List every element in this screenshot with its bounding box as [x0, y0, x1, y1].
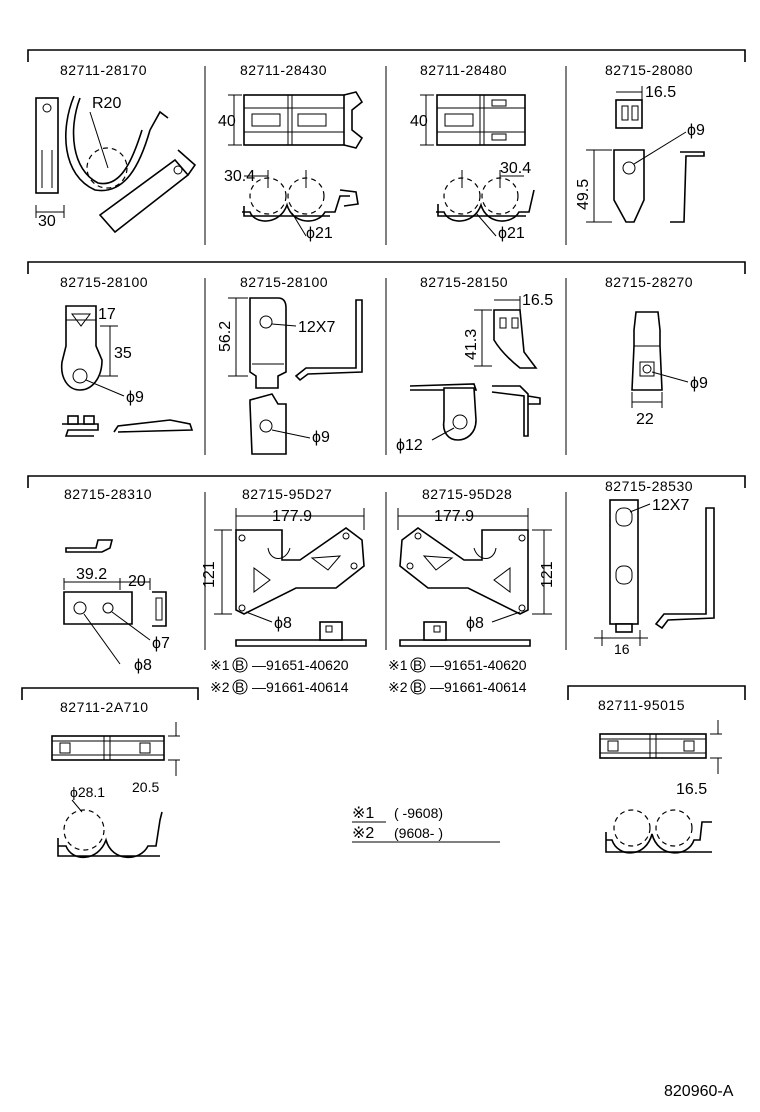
diameter-label: ϕ8 — [466, 615, 484, 632]
drawing-id: 820960-A — [664, 1083, 734, 1100]
height-label: 40 — [410, 113, 428, 130]
height-label: 41.3 — [463, 329, 480, 360]
height-label: 49.5 — [575, 179, 592, 210]
slot-label: 12X7 — [298, 319, 335, 336]
svg-text:—: — — [252, 679, 266, 695]
part-82711-95015: 82711-95015 16.5 — [598, 697, 722, 854]
legend-mark-2: ※2 — [352, 825, 374, 842]
bolt-code-2: 91661-40614 — [444, 679, 527, 695]
bolt-mark-1: ※1 — [210, 657, 230, 673]
height-label: 35 — [114, 345, 132, 362]
part-82711-28430: 82711-28430 40 30.4 ϕ21 — [218, 62, 364, 242]
part-82711-2a710: 82711-2A710 20.5 ϕ28.1 — [51, 699, 180, 859]
part-82715-28100-b: 82715-28100 12X7 56.2 ϕ9 — [217, 274, 363, 455]
part-number: 82715-28080 — [605, 62, 693, 78]
bolt-code-1: 91651-40620 — [266, 657, 349, 673]
svg-text:—: — — [252, 657, 266, 673]
part-number: 82715-28270 — [605, 274, 693, 290]
width-label: 16 — [614, 641, 630, 657]
diameter-label: ϕ9 — [687, 122, 705, 139]
part-number: 82711-28430 — [240, 62, 327, 78]
small-diameter-label: ϕ7 — [152, 635, 170, 652]
date-legend: ※1 ( -9608) ※2 (9608- ) — [352, 805, 500, 843]
part-82715-95d28: 82715-95D28 177.9 121 ϕ8 — [397, 486, 556, 647]
row-frames — [21, 49, 746, 700]
part-number: 82715-28150 — [420, 274, 508, 290]
bolt-symbol: B — [413, 657, 422, 673]
part-number: 82711-28170 — [60, 62, 147, 78]
legend-mark-1: ※1 — [352, 805, 374, 822]
width2-label: 20 — [128, 573, 146, 590]
bolt-callouts-left: ※1 B — 91651-40620 ※2 B — 91661-40614 — [210, 657, 349, 695]
bolt-mark-2: ※2 — [210, 679, 230, 695]
part-number: 82715-95D28 — [422, 486, 512, 502]
legend-range-2: (9608- ) — [394, 825, 443, 841]
bolt-callouts-right: ※1 B — 91651-40620 ※2 B — 91661-40614 — [388, 657, 527, 695]
part-82715-28310: 82715-28310 39.2 20 ϕ7 ϕ8 — [63, 486, 170, 674]
part-number: 82711-95015 — [598, 697, 685, 713]
height-label: 40 — [218, 113, 236, 130]
part-82715-28530: 82715-28530 12X7 16 — [594, 478, 715, 657]
height-label: 121 — [539, 561, 556, 588]
part-82711-28170: 82711-28170 R20 30 — [35, 62, 197, 234]
width-label: 16.5 — [645, 84, 676, 101]
part-number: 82715-28310 — [64, 486, 152, 502]
diameter-label: ϕ12 — [396, 437, 423, 454]
part-number: 82715-28100 — [240, 274, 328, 290]
diameter-label: ϕ28.1 — [70, 784, 105, 800]
diameter-label: ϕ9 — [312, 429, 330, 446]
bolt-code-1: 91651-40620 — [444, 657, 527, 673]
bolt-symbol: B — [235, 657, 244, 673]
bolt-symbol: B — [413, 679, 422, 695]
svg-text:—: — — [430, 657, 444, 673]
svg-text:—: — — [430, 679, 444, 695]
part-82715-28080: 82715-28080 16.5 ϕ9 49.5 — [575, 62, 705, 223]
part-number: 82715-28530 — [605, 478, 693, 494]
width-label: 17 — [98, 306, 116, 323]
part-82715-28150: 82715-28150 16.5 41.3 ϕ12 — [396, 274, 553, 454]
width-label: 30 — [38, 213, 56, 230]
part-82715-28270: 82715-28270 ϕ9 22 — [605, 274, 708, 428]
diameter-label: ϕ9 — [126, 389, 144, 406]
width-label: 22 — [636, 411, 654, 428]
width-label: 16.5 — [522, 292, 553, 309]
width-label: 177.9 — [434, 508, 474, 525]
bolt-mark-1: ※1 — [388, 657, 408, 673]
pitch-label: 30.4 — [224, 168, 255, 185]
large-diameter-label: ϕ8 — [134, 657, 152, 674]
part-82715-95d27: 82715-95D27 177.9 121 ϕ8 — [201, 486, 367, 647]
diameter-label: ϕ9 — [690, 375, 708, 392]
bolt-symbol: B — [235, 679, 244, 695]
pitch-label: 30.4 — [500, 160, 531, 177]
diameter-label: ϕ21 — [306, 225, 333, 242]
height-label: 16.5 — [676, 781, 707, 798]
bolt-code-2: 91661-40614 — [266, 679, 349, 695]
slot-label: 12X7 — [652, 497, 689, 514]
height-label: 121 — [201, 561, 218, 588]
bolt-mark-2: ※2 — [388, 679, 408, 695]
height-label: 56.2 — [217, 321, 234, 352]
diameter-label: ϕ21 — [498, 225, 525, 242]
width-label: 177.9 — [272, 508, 312, 525]
part-82715-28100-a: 82715-28100 17 35 ϕ9 — [60, 274, 194, 437]
part-number: 82715-95D27 — [242, 486, 332, 502]
radius-label: R20 — [92, 95, 121, 112]
part-82711-28480: 82711-28480 40 30.4 ϕ21 — [410, 62, 535, 242]
height-label: 20.5 — [132, 779, 159, 795]
width-label: 39.2 — [76, 566, 107, 583]
part-number: 82711-2A710 — [60, 699, 149, 715]
part-number: 82715-28100 — [60, 274, 148, 290]
legend-range-1: ( -9608) — [394, 805, 443, 821]
diameter-label: ϕ8 — [274, 615, 292, 632]
part-number: 82711-28480 — [420, 62, 507, 78]
